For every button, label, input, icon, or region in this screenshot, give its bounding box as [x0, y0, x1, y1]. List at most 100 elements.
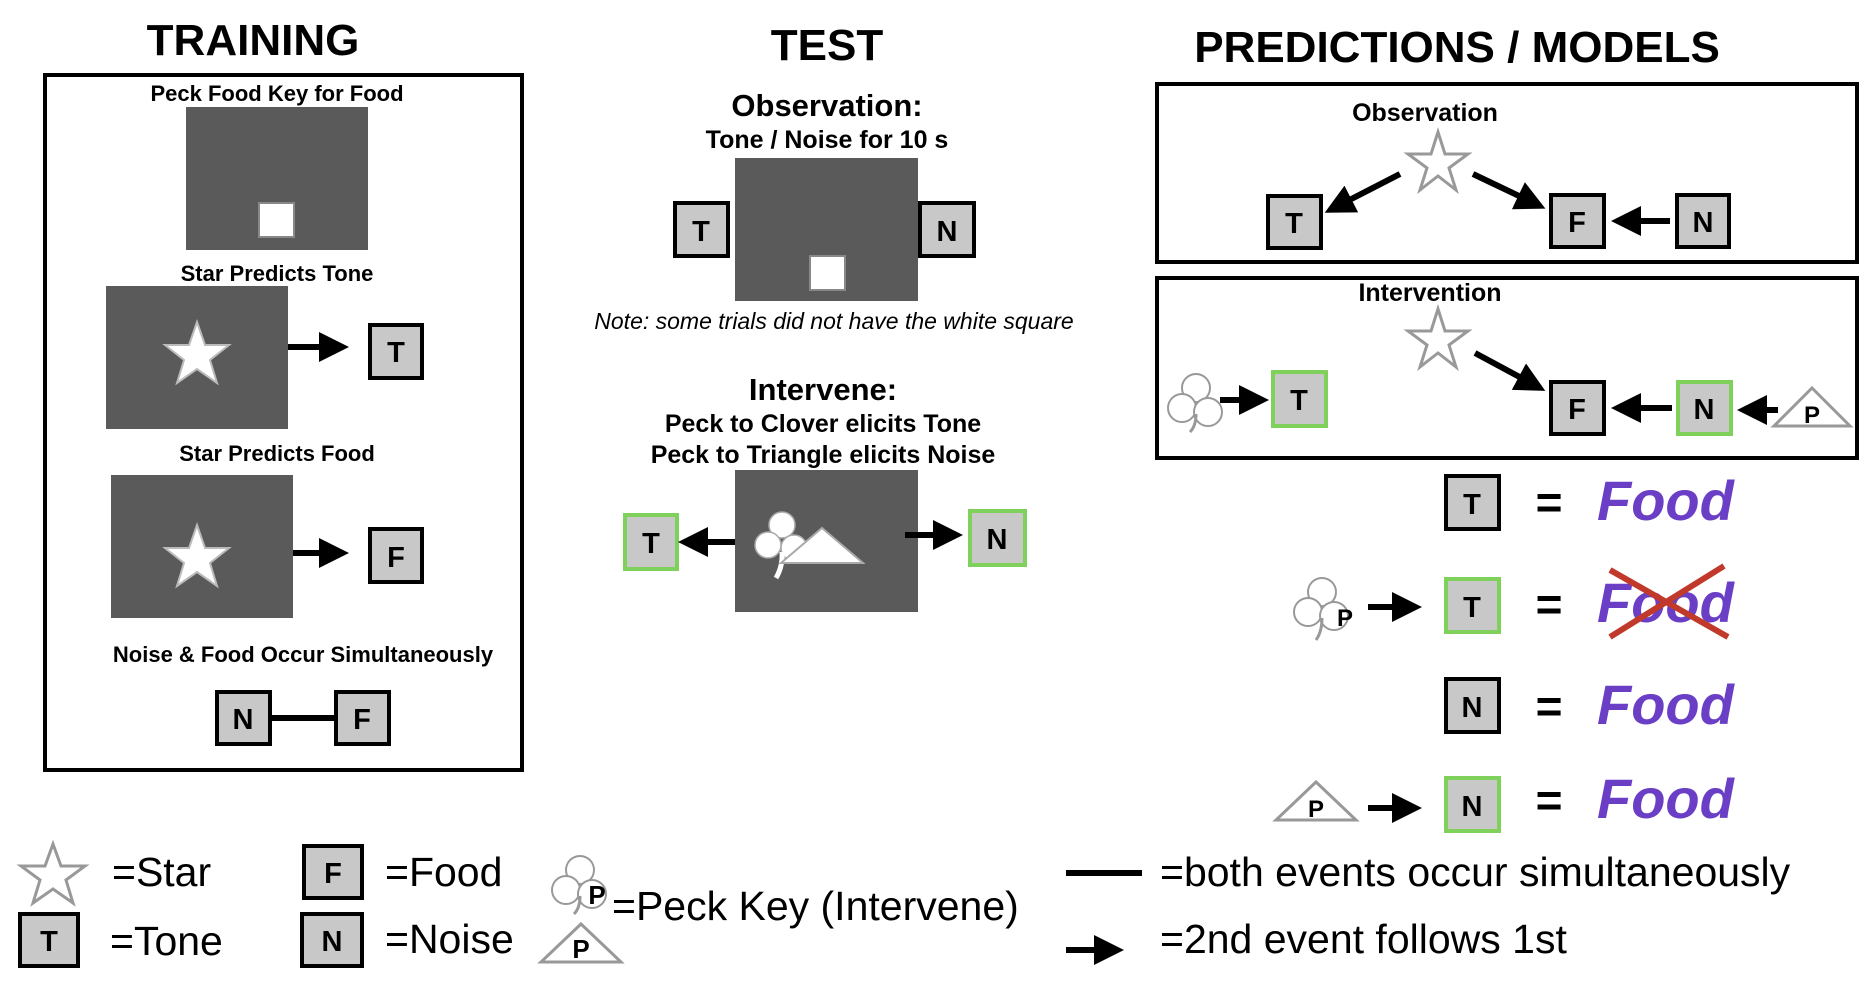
equals-sign: =: [1536, 774, 1563, 826]
training-step-star-food: Star Predicts Food: [179, 441, 375, 466]
tone-box: [368, 323, 424, 380]
tone-letter: T: [642, 528, 660, 560]
food-box: [368, 527, 424, 584]
tone-box: [1444, 577, 1501, 634]
equals-sign: =: [1536, 578, 1563, 630]
food-letter: F: [1568, 207, 1586, 239]
tone-letter: T: [1463, 592, 1481, 624]
noise-box: [918, 201, 976, 258]
test-section: Observation: Tone / Noise for 10 s T N N…: [594, 88, 1074, 612]
noise-letter: N: [987, 524, 1008, 556]
triangle-icon: [1272, 779, 1360, 822]
star-icon: [162, 521, 232, 589]
triangle-icon: [537, 921, 625, 964]
noise-letter: N: [1462, 692, 1483, 724]
noise-box: [1444, 677, 1501, 734]
star-icon: [1403, 127, 1473, 195]
food-outcome: Food: [1597, 673, 1736, 736]
white-square-key: [809, 255, 846, 291]
noise-letter: N: [322, 926, 343, 958]
tone-box: [1271, 370, 1328, 428]
noise-letter: N: [1693, 207, 1714, 239]
noise-letter: N: [233, 704, 254, 736]
training-frame: [43, 73, 524, 772]
star-icon: [16, 839, 90, 907]
food-outcome: Food: [1597, 767, 1736, 830]
tone-box: [623, 513, 679, 571]
predictions-heading: PREDICTIONS / MODELS: [1194, 23, 1720, 72]
intervention-model: Intervention T F N P: [1155, 276, 1859, 460]
peck-letter: P: [1804, 402, 1820, 429]
food-box: [334, 690, 391, 746]
food-letter: F: [353, 704, 371, 736]
equals-sign: =: [1536, 476, 1563, 528]
peck-letter: P: [588, 880, 605, 910]
tone-letter: T: [387, 337, 405, 369]
observation-frame: [1155, 82, 1859, 264]
tone-box: [1444, 474, 1501, 531]
test-intervene-line1: Peck to Clover elicits Tone: [665, 410, 981, 438]
noise-letter: N: [1694, 394, 1715, 426]
legend-food: =Food: [385, 849, 502, 895]
noise-box: [968, 509, 1027, 567]
tone-box: [18, 912, 80, 968]
legend-tone: =Tone: [110, 918, 223, 964]
intervention-frame: [1155, 276, 1859, 460]
test-observation-title: Observation:: [731, 88, 922, 123]
test-intervene-title: Intervene:: [749, 372, 897, 407]
food-box: [1549, 193, 1606, 249]
legend-follows: =2nd event follows 1st: [1160, 916, 1567, 962]
observation-model: Observation T F N: [1155, 82, 1859, 264]
equals-sign: =: [1536, 680, 1563, 732]
food-box: [302, 844, 364, 900]
intervention-model-title: Intervention: [1358, 279, 1501, 307]
noise-letter: N: [937, 216, 958, 248]
legend-peck-key: =Peck Key (Intervene): [612, 883, 1019, 929]
legend: =Star T =Tone F =Food N =Noise P P =Peck…: [16, 839, 1791, 968]
peck-letter: P: [1308, 796, 1324, 823]
training-heading: TRAINING: [147, 16, 360, 65]
test-intervene-line2: Peck to Triangle elicits Noise: [651, 441, 996, 469]
noise-box: [1675, 193, 1731, 249]
tone-box: [673, 201, 730, 258]
arrow-icon: [1324, 171, 1402, 213]
tone-letter: T: [1285, 208, 1303, 240]
tone-letter: T: [1290, 385, 1308, 417]
tone-letter: T: [1463, 489, 1481, 521]
noise-box: [1676, 380, 1733, 436]
test-heading: TEST: [771, 21, 884, 70]
food-box: [1549, 380, 1606, 436]
food-letter: F: [1568, 394, 1586, 426]
arrow-icon: [1473, 350, 1546, 391]
training-step-noise-food: Noise & Food Occur Simultaneously: [113, 642, 494, 667]
training-panel: Peck Food Key for Food Star Predicts Ton…: [43, 73, 524, 772]
noise-letter: N: [1462, 791, 1483, 823]
food-outcome: Food: [1597, 469, 1736, 532]
legend-star: =Star: [112, 849, 211, 895]
test-observation-subtitle: Tone / Noise for 10 s: [706, 126, 949, 154]
cross-icon: [1608, 563, 1730, 640]
clover-icon: [754, 511, 808, 580]
peck-letter: P: [1337, 605, 1353, 632]
training-step-food-key: Peck Food Key for Food: [150, 81, 403, 106]
clover-icon: [551, 855, 607, 916]
triangle-icon: [778, 526, 866, 564]
tone-letter: T: [692, 216, 710, 248]
arrow-icon: [1471, 171, 1546, 210]
tone-letter: T: [40, 926, 58, 958]
white-square-key: [258, 202, 295, 238]
triangle-icon: [1770, 385, 1854, 428]
tone-box: [1266, 194, 1323, 250]
star-icon: [1403, 304, 1473, 372]
food-letter: F: [324, 858, 342, 890]
star-icon: [162, 318, 232, 386]
noise-box: [300, 912, 364, 968]
observation-model-title: Observation: [1352, 99, 1498, 127]
prediction-outcomes: T = Food P T = Food N = Food P N = Foo: [1272, 469, 1736, 833]
clover-icon: [1167, 373, 1223, 434]
legend-noise: =Noise: [385, 916, 514, 962]
noise-box: [215, 690, 272, 746]
training-step-star-tone: Star Predicts Tone: [181, 261, 374, 286]
test-note: Note: some trials did not have the white…: [594, 308, 1073, 334]
